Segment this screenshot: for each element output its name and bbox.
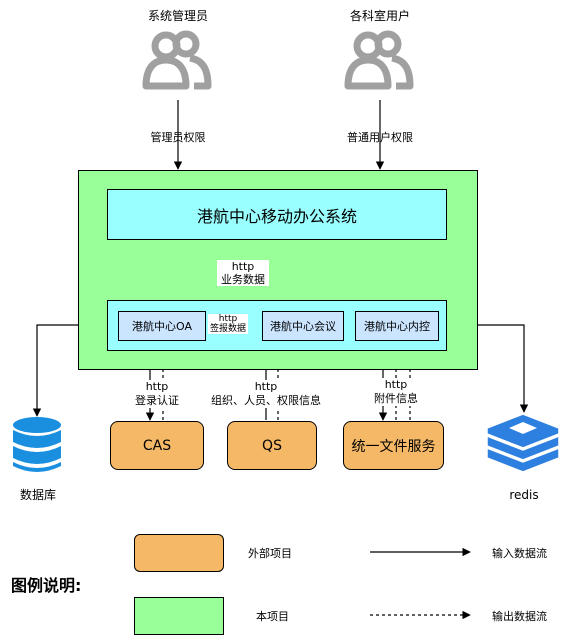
cas-flow-protocol: http: [145, 380, 169, 393]
qs-flow-protocol: http: [254, 380, 278, 393]
external-cas: CAS: [110, 421, 204, 470]
database-label: 数据库: [19, 488, 56, 502]
sign-flow-label: http 签报数据: [208, 314, 248, 334]
qs-flow-label: http 组织、人员、权限信息: [205, 380, 327, 408]
redis-icon: [486, 413, 560, 473]
admin-permission-label: 管理员权限: [150, 131, 206, 144]
database-icon: [13, 417, 61, 472]
legend-output-label: 输出数据流: [492, 610, 547, 623]
legend-title: 图例说明:: [11, 576, 82, 595]
module-oa: 港航中心OA: [118, 311, 206, 341]
redis-label: redis: [509, 488, 539, 502]
biz-flow-protocol: http: [231, 260, 255, 273]
biz-flow-content: 业务数据: [221, 273, 265, 286]
file-flow-content: 附件信息: [374, 392, 418, 405]
module-control: 港航中心内控: [355, 311, 439, 341]
external-file-service: 统一文件服务: [343, 421, 444, 470]
sign-flow-content: 签报数据: [209, 324, 246, 334]
dept-user-icon: [344, 30, 414, 90]
legend-external-label: 外部项目: [248, 547, 292, 560]
external-qs: QS: [227, 421, 317, 470]
legend-external-swatch: [134, 534, 224, 572]
biz-flow-label: http 业务数据: [217, 260, 269, 286]
legend-project-swatch: [134, 597, 224, 635]
dept-user-title: 各科室用户: [349, 9, 410, 23]
qs-flow-content: 组织、人员、权限信息: [211, 394, 321, 407]
legend-input-label: 输入数据流: [492, 547, 547, 560]
cas-flow-content: 登录认证: [135, 394, 179, 407]
system-title: 港航中心移动办公系统: [196, 206, 357, 226]
cas-flow-label: http 登录认证: [131, 380, 183, 408]
dept-permission-label: 普通用户权限: [347, 131, 413, 144]
module-meeting: 港航中心会议: [262, 311, 344, 341]
legend-project-label: 本项目: [256, 610, 289, 623]
file-flow-label: http 附件信息: [370, 378, 422, 406]
admin-user-title: 系统管理员: [147, 9, 208, 23]
sign-flow-protocol: http: [218, 314, 238, 324]
admin-user-icon: [142, 30, 212, 90]
system-title-box: 港航中心移动办公系统: [107, 189, 447, 240]
file-flow-protocol: http: [384, 378, 408, 391]
